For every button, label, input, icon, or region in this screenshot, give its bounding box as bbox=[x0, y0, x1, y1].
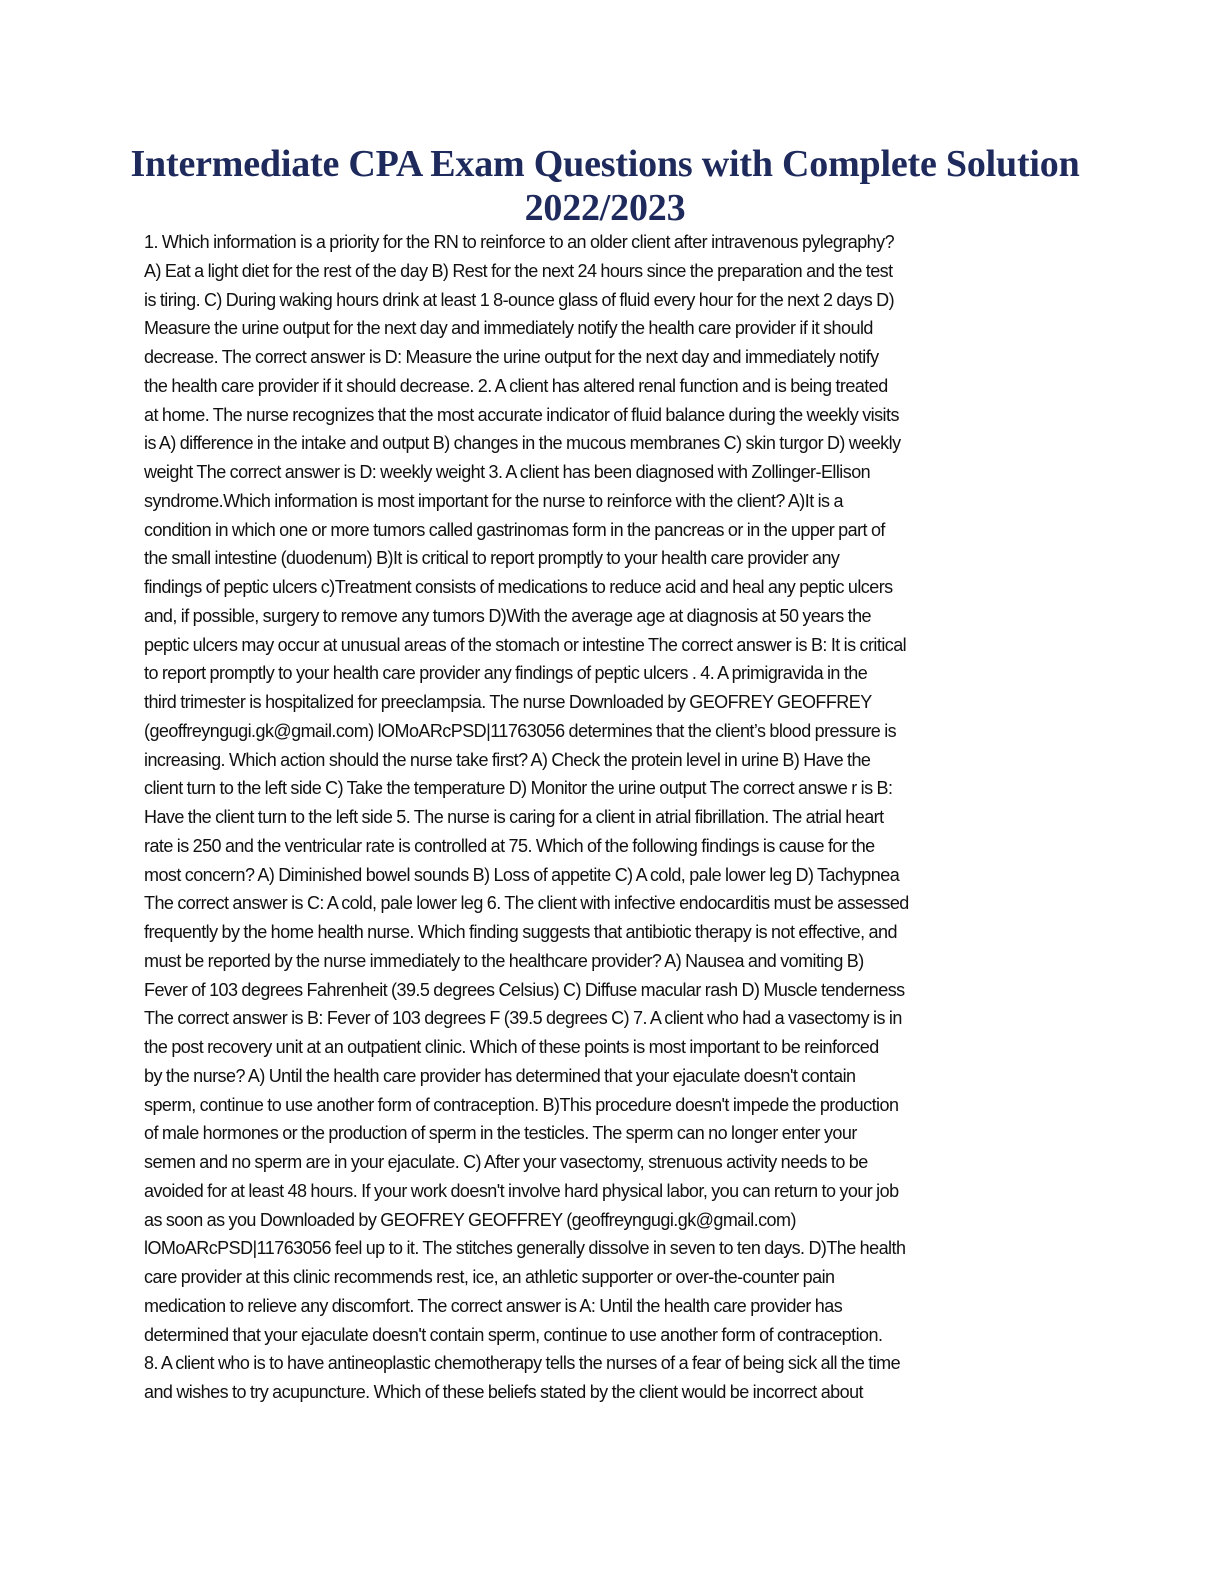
body-line: Measure the urine output for the next da… bbox=[144, 318, 873, 339]
body-line: Have the client turn to the left side 5.… bbox=[144, 807, 884, 827]
body-line: by the nurse? A) Until the health care p… bbox=[144, 1065, 856, 1086]
body-line: is A) difference in the intake and outpu… bbox=[144, 433, 901, 454]
body-line: of male hormones or the production of sp… bbox=[144, 1123, 857, 1144]
body-line: The correct answer is B: Fever of 103 de… bbox=[144, 1008, 902, 1029]
body-line: A) Eat a light diet for the rest of the … bbox=[144, 260, 893, 281]
body-line: 8. A client who is to have antineoplasti… bbox=[144, 1353, 901, 1374]
body-line: at home. The nurse recognizes that the m… bbox=[144, 404, 899, 425]
body-line: and wishes to try acupuncture. Which of … bbox=[144, 1382, 864, 1402]
body-line: avoided for at least 48 hours. If your w… bbox=[144, 1180, 899, 1201]
body-line: findings of peptic ulcers c)Treatment co… bbox=[144, 577, 893, 597]
body-line: and, if possible, surgery to remove any … bbox=[144, 605, 872, 626]
body-line: The correct answer is C: A cold, pale lo… bbox=[144, 893, 909, 914]
body-line: rate is 250 and the ventricular rate is … bbox=[144, 835, 875, 856]
body-line: semen and no sperm are in your ejaculate… bbox=[144, 1152, 868, 1172]
body-line: the small intestine (duodenum) B)It is c… bbox=[144, 548, 840, 569]
body-line: must be reported by the nurse immediatel… bbox=[144, 950, 864, 971]
body-line: 1. Which information is a priority for t… bbox=[144, 232, 895, 252]
body-line: most concern? A) Diminished bowel sounds… bbox=[144, 864, 900, 885]
body-line: care provider at this clinic recommends … bbox=[144, 1267, 835, 1287]
body-line: third trimester is hospitalized for pree… bbox=[144, 692, 872, 712]
body-line: determined that your ejaculate doesn't c… bbox=[144, 1324, 883, 1345]
body-line: sperm, continue to use another form of c… bbox=[144, 1094, 899, 1115]
body-line: the health care provider if it should de… bbox=[144, 375, 888, 396]
body-line: as soon as you Downloaded by GEOFREY GEO… bbox=[144, 1209, 796, 1230]
body-line: syndrome.Which information is most impor… bbox=[144, 490, 843, 511]
body-line: lOMoARcPSD|11763056 feel up to it. The s… bbox=[144, 1238, 906, 1259]
body-line: peptic ulcers may occur at unusual areas… bbox=[144, 634, 907, 655]
body-line: frequently by the home health nurse. Whi… bbox=[144, 922, 897, 942]
body-line: increasing. Which action should the nurs… bbox=[144, 749, 871, 770]
body-line: condition in which one or more tumors ca… bbox=[144, 519, 885, 540]
body-line: client turn to the left side C) Take the… bbox=[144, 778, 893, 799]
document-body: 1. Which information is a priority for t… bbox=[144, 228, 1084, 1407]
body-line: is tiring. C) During waking hours drink … bbox=[144, 289, 895, 310]
document-title: Intermediate CPA Exam Questions with Com… bbox=[130, 142, 1080, 230]
title-line-2: 2022/2023 bbox=[524, 187, 686, 229]
body-line: to report promptly to your health care p… bbox=[144, 663, 868, 684]
body-line: decrease. The correct answer is D: Measu… bbox=[144, 347, 879, 367]
body-line: medication to relieve any discomfort. Th… bbox=[144, 1295, 843, 1316]
body-line: Fever of 103 degrees Fahrenheit (39.5 de… bbox=[144, 979, 905, 1000]
body-line: (geoffreyngugi.gk@gmail.com) lOMoARcPSD|… bbox=[144, 720, 897, 741]
title-line-1: Intermediate CPA Exam Questions with Com… bbox=[130, 143, 1080, 185]
body-line: the post recovery unit at an outpatient … bbox=[144, 1037, 879, 1057]
body-line: weight The correct answer is D: weekly w… bbox=[144, 462, 871, 482]
